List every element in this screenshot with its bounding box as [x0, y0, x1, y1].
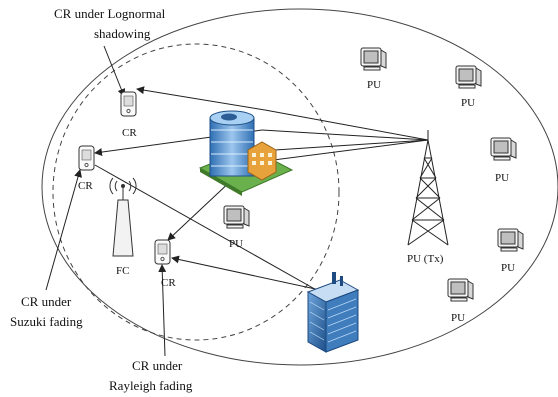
cr-phone-icon	[78, 145, 95, 171]
cr-label: CR	[161, 277, 176, 289]
pu-label: PU	[451, 312, 465, 324]
pu-tx-tower-icon	[407, 130, 449, 246]
pu-label: PU	[367, 79, 381, 91]
pu-tx-label: PU (Tx)	[407, 253, 444, 265]
rayleigh-annotation-line1: CR under	[132, 358, 183, 373]
rayleigh-annotation-line2: Rayleigh fading	[109, 378, 193, 393]
pu-monitor-icon	[497, 228, 524, 252]
skyscraper-icon	[306, 272, 360, 353]
cr-label: CR	[78, 180, 93, 192]
cr-label: CR	[122, 127, 137, 139]
office-building-icon	[198, 110, 294, 196]
suzuki-annotation-line2: Suzuki fading	[10, 314, 83, 329]
fc-label: FC	[116, 265, 129, 277]
suzuki-annotation-line1: CR under	[21, 294, 72, 309]
cr-phone-icon	[154, 239, 171, 265]
pu-label: PU	[501, 262, 515, 274]
pu-monitor-icon	[490, 137, 517, 161]
transmission-links	[94, 86, 429, 293]
pu-monitor-icon	[455, 65, 482, 89]
cr-region-dashed-circle	[52, 43, 340, 341]
pu-monitor-icon	[223, 205, 250, 229]
lognormal-annotation-line1: CR under Lognormal	[54, 6, 166, 21]
fc-antenna-icon	[109, 177, 137, 257]
primary-coverage-ellipse	[41, 8, 558, 366]
pu-label: PU	[229, 238, 243, 250]
lognormal-annotation-line2: shadowing	[94, 26, 151, 41]
pu-monitor-icons	[223, 47, 524, 302]
pu-monitor-icon	[360, 47, 387, 71]
pu-label: PU	[495, 172, 509, 184]
annotation-pointers	[45, 45, 167, 357]
pu-monitor-icon	[447, 278, 474, 302]
cr-phone-icon	[120, 91, 137, 117]
pu-label: PU	[461, 97, 475, 109]
